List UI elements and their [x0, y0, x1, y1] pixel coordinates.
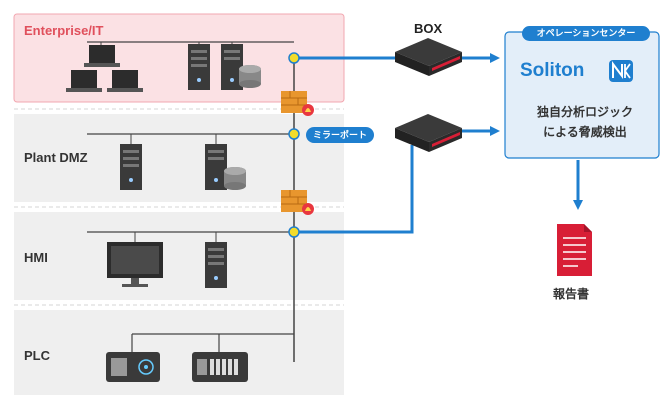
database-icon [239, 65, 261, 88]
report-label: 報告書 [553, 287, 590, 301]
zone-plant-dmz-bg [14, 114, 344, 202]
server-icon [205, 144, 227, 190]
mirror-port-dot [288, 128, 300, 140]
zone-label-enterprise: Enterprise/IT [24, 23, 104, 38]
zone-label-hmi: HMI [24, 250, 48, 265]
description-line: 独自分析ロジック [536, 105, 633, 119]
mirror-port-dot [288, 226, 300, 238]
firewall-icon [281, 91, 314, 116]
mirror-port-dot [288, 52, 300, 64]
box-label: BOX [414, 21, 443, 36]
monitor-icon [107, 242, 163, 287]
soliton-nk-logo-icon [609, 60, 633, 82]
laptop-icon [107, 70, 143, 92]
plc-io-module-icon [192, 352, 248, 382]
firewall-icon [281, 190, 314, 215]
box-sensor-icon [395, 114, 462, 152]
zone-label-plc: PLC [24, 348, 50, 363]
database-icon [224, 167, 246, 190]
laptop-icon [66, 70, 102, 92]
operation-center-title: オペレーションセンター [522, 26, 650, 41]
description-line: による脅威検出 [543, 125, 627, 139]
flow-line-hmi [294, 145, 414, 234]
zone-plc-bg [14, 310, 344, 395]
server-icon [205, 242, 227, 288]
box-sensor-icon [395, 38, 462, 76]
plc-controller-icon [106, 352, 160, 382]
mirror-port-label: ミラーポート [306, 127, 374, 143]
report-document-icon [557, 224, 592, 276]
laptop-icon [84, 45, 120, 67]
operation-center-description: 独自分析ロジック による脅威検出 [505, 102, 665, 142]
server-icon [120, 144, 142, 190]
brand-logo-text: Soliton [520, 60, 585, 81]
zone-label-plant-dmz: Plant DMZ [24, 150, 88, 165]
zone-hmi-bg [14, 212, 344, 300]
server-icon [221, 44, 243, 90]
server-icon [188, 44, 210, 90]
